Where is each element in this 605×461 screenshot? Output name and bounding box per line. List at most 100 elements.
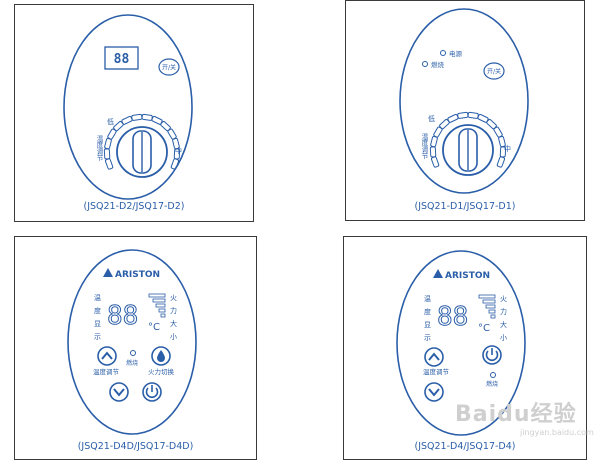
- brand-label: ARISTON: [445, 271, 490, 281]
- lcd-unit: °C: [148, 322, 160, 333]
- fire-label-2: 力: [500, 307, 507, 316]
- temperature-dial[interactable]: [116, 126, 168, 178]
- dial-segment: [167, 128, 177, 140]
- panel-d4-drawing: ARISTON 温 度 显 示 88 °C 火 力 大 小 温度调节 燃烧: [396, 250, 526, 436]
- dial-knob-grip[interactable]: [132, 130, 152, 174]
- dial-segment: [121, 115, 133, 125]
- temp-display-label-3: 显: [94, 320, 101, 328]
- fire-label-2: 力: [170, 306, 177, 315]
- chevron-up-icon: [428, 352, 440, 361]
- faceplate-outline: [399, 8, 529, 194]
- power-icon: [145, 387, 159, 399]
- dial-segment: [170, 158, 180, 170]
- power-button[interactable]: [483, 62, 505, 80]
- dial-side-label: 温度调节: [95, 134, 103, 163]
- dial-knob-grip[interactable]: [458, 128, 478, 172]
- power-indicator-label: 电源: [449, 49, 463, 58]
- panel-d1: 电源 燃烧 开/关 低 中 温度调节 (JSQ21-D1/JSQ17-D1): [345, 0, 585, 221]
- digit-display: [104, 46, 139, 70]
- lcd-digits: 88: [107, 301, 138, 331]
- temp-display-label-4: 示: [94, 333, 101, 341]
- dial-segment: [141, 113, 153, 121]
- temp-display-label-1: 温: [94, 293, 101, 302]
- digit-display-text: 88: [114, 52, 130, 67]
- dial-segment: [104, 158, 114, 170]
- temp-up-button[interactable]: [97, 346, 117, 366]
- burn-indicator-label: 燃烧: [431, 60, 445, 69]
- temp-up-button[interactable]: [424, 347, 444, 367]
- lcd-digits: 88: [437, 302, 468, 332]
- fire-level-bars: [148, 293, 166, 318]
- panel-d4d-drawing: ARISTON 温 度 显 示 88 °C 火 力 大 小 燃烧 温度调节 火力…: [67, 249, 197, 435]
- dial-segment: [467, 111, 479, 119]
- panel-d4d-caption: (JSQ21-D4D/JSQ17-D4D): [77, 441, 194, 452]
- dial-high-label: 中: [504, 144, 511, 153]
- burn-indicator-icon: [422, 61, 428, 67]
- panel-d2: 88 开/关 低 中 温度调节 (JSQ21-D2/JSQ17-D2): [14, 4, 254, 222]
- dial-segment: [131, 113, 143, 121]
- burn-indicator-icon: [490, 372, 496, 378]
- panel-d1-caption: (JSQ21-D1/JSQ17-D1): [414, 201, 516, 212]
- lcd-unit: °C: [478, 323, 490, 334]
- dial-segment: [103, 148, 111, 160]
- temp-display-label-2: 度: [424, 307, 431, 316]
- chevron-down-icon: [113, 388, 125, 397]
- fire-label-1: 火: [170, 294, 177, 302]
- power-icon: [485, 350, 499, 362]
- dial-segment: [457, 111, 469, 119]
- power-button[interactable]: [482, 345, 502, 365]
- dial-segment: [430, 156, 440, 168]
- temp-adjust-label: 温度调节: [423, 367, 450, 376]
- dial-segment: [447, 113, 459, 123]
- flame-drop-icon: [157, 350, 165, 362]
- watermark-sub: jingyan.baidu.com: [520, 428, 594, 437]
- dial-high-label: 中: [175, 146, 182, 155]
- burn-indicator-label: 燃烧: [486, 380, 498, 388]
- fire-label-1: 火: [500, 295, 507, 303]
- temp-display-label-2: 度: [94, 306, 101, 315]
- faceplate-outline: [396, 250, 526, 436]
- fire-level-bars: [478, 294, 496, 319]
- panel-d4: ARISTON 温 度 显 示 88 °C 火 力 大 小 温度调节 燃烧 (J…: [343, 236, 587, 460]
- temp-down-button[interactable]: [109, 382, 129, 402]
- faceplate-outline: [63, 14, 193, 200]
- dial-low-label: 低: [428, 114, 435, 123]
- power-button-label: 开/关: [162, 64, 176, 72]
- temp-adjust-label: 温度调节: [93, 367, 120, 376]
- panel-d2-drawing: 88 开/关 低 中 温度调节: [63, 14, 193, 200]
- temperature-dial[interactable]: [442, 124, 494, 176]
- dial-segment: [429, 146, 437, 158]
- dial-segment: [493, 126, 503, 138]
- panel-d2-caption: (JSQ21-D2/JSQ17-D2): [83, 201, 185, 212]
- fire-label-3: 大: [500, 320, 507, 329]
- burn-indicator-label: 燃烧: [126, 359, 138, 367]
- power-indicator-icon: [440, 50, 446, 56]
- fire-label-4: 小: [500, 333, 507, 342]
- dial-segments: [429, 111, 507, 168]
- chevron-up-icon: [101, 351, 113, 360]
- chevron-down-icon: [428, 388, 440, 397]
- temp-display-label-1: 温: [424, 294, 431, 303]
- fire-label-4: 小: [170, 332, 177, 341]
- dial-side-label: 温度调节: [420, 132, 428, 161]
- temp-display-label-3: 显: [424, 321, 431, 329]
- power-button-label: 开/关: [487, 68, 501, 76]
- temp-down-button[interactable]: [424, 382, 444, 402]
- temp-display-label-4: 示: [424, 334, 431, 342]
- power-button[interactable]: [158, 58, 180, 76]
- dial-segment: [430, 135, 438, 148]
- panel-d4d: ARISTON 温 度 显 示 88 °C 火 力 大 小 燃烧 温度调节 火力…: [14, 236, 257, 460]
- panel-d1-drawing: 电源 燃烧 开/关 低 中 温度调节: [399, 8, 529, 194]
- dial-segments: [103, 113, 181, 170]
- dial-segment: [496, 156, 506, 168]
- fire-label-3: 大: [170, 319, 177, 328]
- brand-label: ARISTON: [115, 270, 160, 280]
- dial-low-label: 低: [107, 117, 114, 126]
- ariston-logo-icon: [103, 268, 113, 277]
- power-button[interactable]: [142, 382, 162, 402]
- ariston-logo-icon: [433, 269, 443, 278]
- burn-indicator-icon: [130, 350, 136, 356]
- panel-d4-caption: (JSQ21-D4/JSQ17-D4): [414, 441, 516, 452]
- faceplate-outline: [67, 249, 197, 435]
- fire-switch-button[interactable]: [151, 346, 171, 366]
